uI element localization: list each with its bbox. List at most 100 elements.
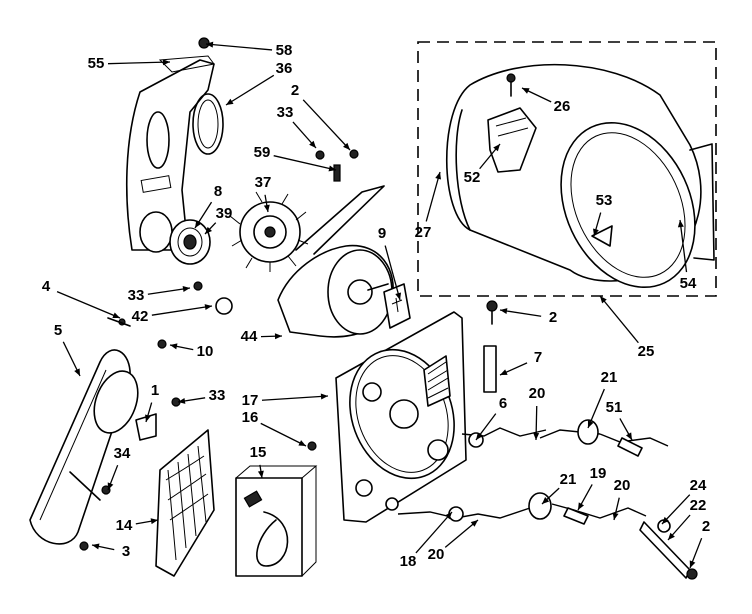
arrowhead-c9 — [395, 292, 402, 300]
callout-label-c15: 15 — [250, 444, 267, 461]
lint-screen-opening — [423, 355, 451, 407]
leader-c21a — [587, 388, 605, 429]
arrowhead-c20c — [470, 520, 478, 527]
drum-front-opening — [560, 121, 696, 289]
clip-59 — [333, 164, 341, 182]
screw-2b — [486, 300, 498, 312]
callout-label-c16: 16 — [242, 409, 259, 426]
arrowhead-c37 — [263, 204, 270, 212]
callout-label-c22: 22 — [690, 497, 707, 514]
arrowhead-c42 — [204, 304, 212, 311]
leader-c2a — [302, 99, 351, 151]
leader-c18 — [415, 511, 453, 554]
callout-label-c44: 44 — [241, 328, 258, 345]
callout-label-c26: 26 — [554, 98, 571, 115]
callout-label-c21a: 21 — [601, 369, 618, 386]
arrowhead-c17 — [320, 393, 328, 400]
arrowhead-c10 — [170, 343, 178, 350]
drive-belt — [29, 349, 131, 545]
callout-label-c51: 51 — [606, 399, 623, 416]
heater-housing — [155, 429, 215, 577]
arrowhead-c26 — [522, 88, 530, 94]
callout-label-c33a: 33 — [277, 104, 294, 121]
arrowhead-c44 — [274, 333, 282, 340]
callout-label-c3: 3 — [122, 543, 130, 560]
screw-2c — [686, 568, 698, 580]
arrowhead-c34 — [107, 482, 114, 490]
leader-c9 — [384, 245, 401, 301]
arrowhead-c55 — [162, 59, 170, 66]
arrowhead-c27 — [435, 172, 442, 180]
callout-label-c25: 25 — [638, 343, 655, 360]
arrowhead-c2a — [343, 142, 350, 150]
belt-assembly — [29, 281, 233, 551]
callout-label-c24: 24 — [690, 477, 707, 494]
drum-clip — [591, 225, 613, 247]
leader-c55 — [107, 61, 171, 65]
callout-label-c2a: 2 — [291, 82, 299, 99]
callout-label-c20b: 20 — [614, 477, 631, 494]
thermostat-21a — [577, 419, 599, 445]
drum-baffle — [487, 107, 537, 173]
arrowhead-c21b — [542, 497, 550, 504]
top-bracket — [158, 55, 215, 73]
screw-3 — [79, 541, 89, 551]
callout-label-c54: 54 — [680, 275, 697, 292]
arrowhead-c6 — [476, 432, 483, 440]
arrowhead-c54 — [677, 220, 684, 228]
callout-label-c2b: 2 — [549, 309, 557, 326]
idler-spring — [107, 317, 131, 327]
callout-label-c20a: 20 — [529, 385, 546, 402]
callout-label-c5: 5 — [54, 322, 62, 339]
callout-label-c7: 7 — [534, 349, 542, 366]
arrowhead-c39 — [205, 226, 212, 234]
gasket — [192, 93, 224, 155]
arrowhead-c20b — [612, 512, 619, 520]
screw-10 — [157, 339, 167, 349]
callout-label-c36: 36 — [276, 60, 293, 77]
arrowhead-c4 — [112, 312, 120, 319]
arrowhead-c52 — [493, 144, 500, 152]
arrowhead-c8 — [195, 220, 202, 228]
drum-seal — [689, 143, 715, 261]
arrowhead-c14 — [150, 518, 158, 525]
leader-c42 — [151, 305, 213, 316]
leader-c25 — [599, 295, 639, 344]
bearing-housing — [139, 211, 173, 253]
callout-label-c2c: 2 — [702, 518, 710, 535]
leader-c17 — [261, 395, 329, 401]
leader-c16 — [260, 422, 307, 447]
screw-top — [198, 37, 210, 49]
callout-label-c42: 42 — [132, 308, 149, 325]
drum-shaft-hole — [389, 399, 419, 429]
drum-assembly — [417, 41, 717, 297]
fuse-19 — [563, 507, 589, 525]
arrowhead-c5 — [74, 368, 80, 376]
service-kit-15 — [235, 465, 318, 577]
callout-label-c6: 6 — [499, 395, 507, 412]
callout-label-c33b: 33 — [128, 287, 145, 304]
callout-label-c14: 14 — [116, 517, 133, 534]
heater-assembly — [155, 429, 215, 577]
leader-c33b — [147, 287, 191, 295]
callout-label-c19: 19 — [590, 465, 607, 482]
blower-motor-assembly — [229, 149, 411, 338]
arrowhead-c1 — [145, 414, 151, 422]
callout-label-c37: 37 — [255, 174, 272, 191]
callout-label-c33c: 33 — [209, 387, 226, 404]
arrowhead-c20a — [533, 432, 540, 440]
arrowhead-c19 — [578, 502, 585, 510]
callout-label-c8: 8 — [214, 183, 222, 200]
fuse-51 — [617, 437, 643, 457]
callout-label-c34: 34 — [114, 445, 131, 462]
motor-shaft — [367, 283, 389, 291]
arrowhead-c33c — [178, 397, 186, 404]
leader-c59 — [273, 155, 337, 171]
callout-label-c18: 18 — [400, 553, 417, 570]
arrowhead-c21a — [587, 420, 594, 428]
arrowhead-c36 — [226, 98, 234, 105]
leader-c36 — [225, 74, 275, 106]
callout-label-c20c: 20 — [428, 546, 445, 563]
